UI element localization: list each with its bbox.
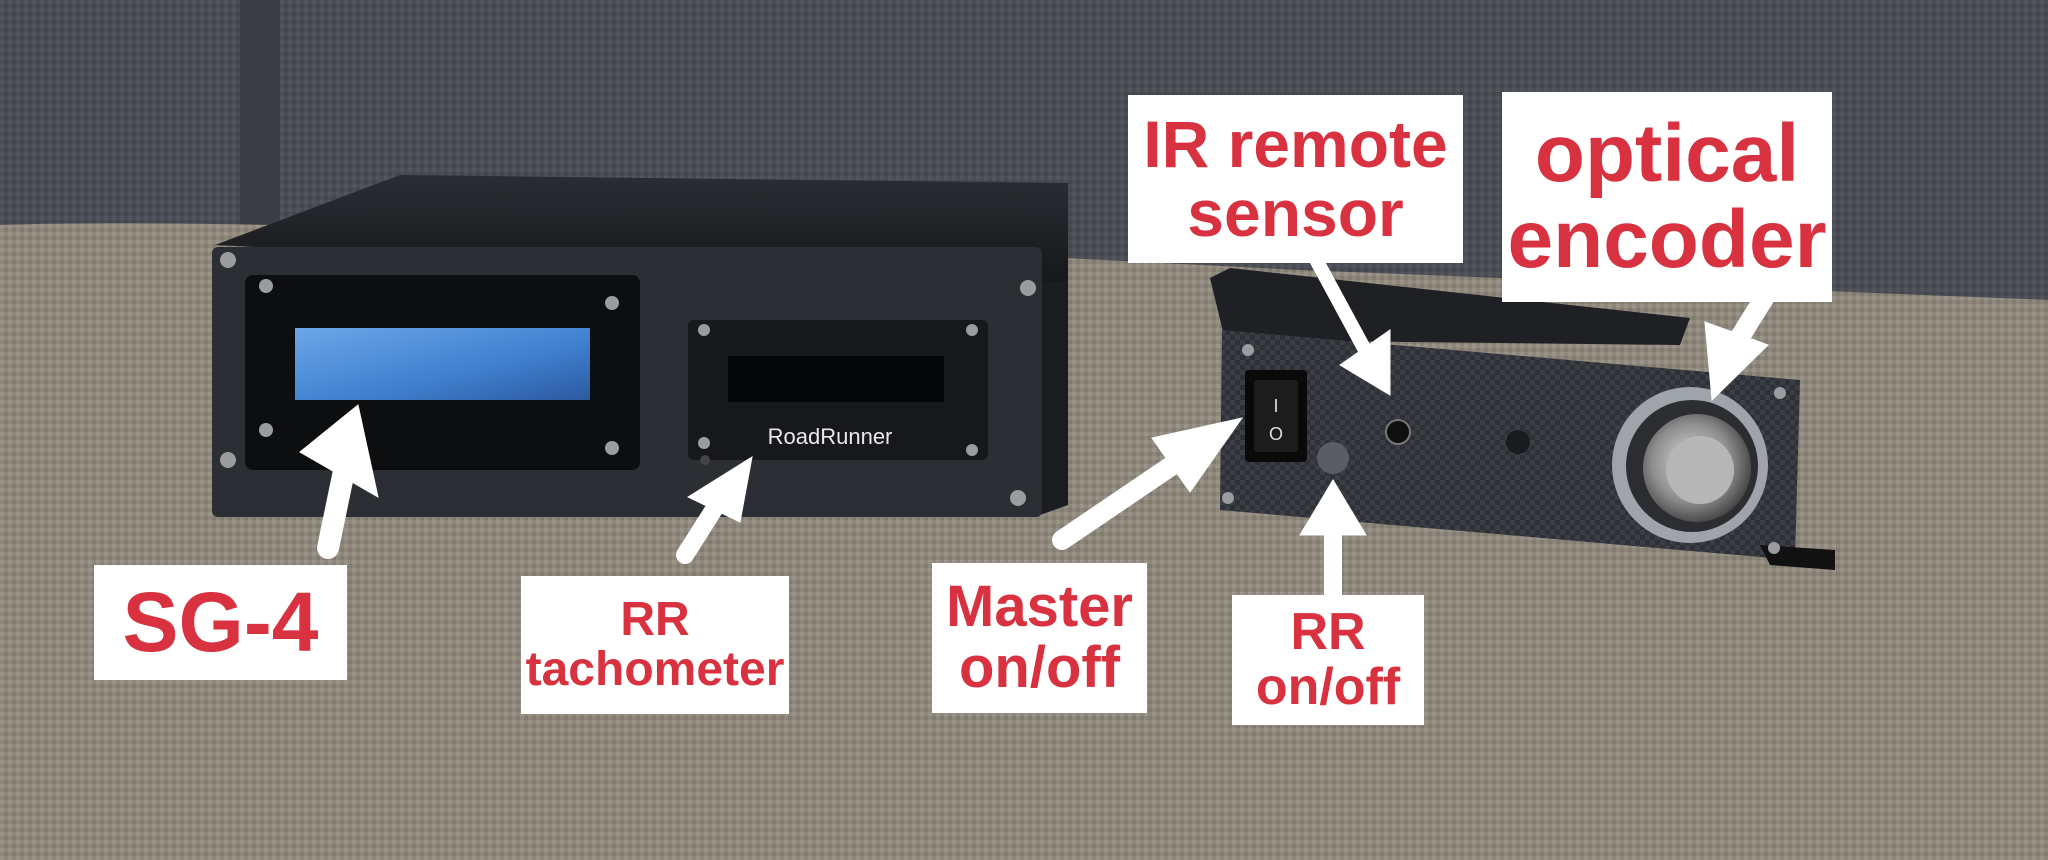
label-ir-remote-sensor-line1: IR remote [1143, 106, 1448, 181]
arrow-ir [1305, 245, 1372, 357]
rr-power-button [1317, 442, 1349, 474]
arrow-sg4-head [299, 404, 379, 498]
label-rr-onoff-line1: RR [1290, 603, 1366, 662]
switch-on-mark: I [1273, 396, 1278, 416]
pointer-arrows [299, 245, 1778, 604]
label-sg4-text: SG-4 [122, 575, 319, 670]
label-master-onoff-line1: Master [946, 574, 1133, 640]
tach-display [728, 356, 944, 402]
label-optical-encoder-line1: optical [1534, 107, 1800, 199]
device-branding: RoadRunner [768, 424, 893, 449]
label-optical-encoder: optical encoder [1502, 92, 1832, 302]
label-sg4: SG-4 [94, 565, 347, 680]
label-ir-remote-sensor-line2: sensor [1187, 176, 1404, 250]
encoder-cap [1666, 436, 1734, 504]
arrow-master-head [1151, 417, 1244, 493]
arrow-tachometer-head [686, 455, 753, 523]
sg4-lcd [295, 328, 590, 400]
label-rr-tachometer-line1: RR [620, 592, 690, 646]
label-rr-tachometer: RR tachometer [521, 576, 789, 714]
label-optical-encoder-line2: encoder [1507, 194, 1827, 285]
label-master-onoff-line2: on/off [958, 635, 1121, 700]
arrow-master [1052, 450, 1190, 550]
label-rr-onoff-line2: on/off [1255, 658, 1401, 716]
label-ir-remote-sensor: IR remote sensor [1128, 95, 1463, 263]
arrow-ir-head [1339, 329, 1391, 396]
panel-screws [220, 252, 1036, 506]
label-master-onoff: Master on/off [932, 563, 1147, 713]
label-rr-onoff: RR on/off [1232, 595, 1424, 725]
arrow-encoder-head [1704, 321, 1769, 402]
indicator-led [700, 455, 710, 465]
ir-sensor [1385, 419, 1411, 445]
arrow-tachometer [676, 494, 727, 564]
label-rr-tachometer-line2: tachometer [525, 643, 785, 696]
rr-screws [1222, 344, 1786, 554]
master-switch-rocker [1254, 380, 1298, 452]
arrow-rr-onoff-head [1299, 479, 1367, 536]
switch-off-mark: O [1269, 424, 1283, 444]
couch-seam [240, 0, 280, 240]
mounting-hole [1506, 430, 1530, 454]
